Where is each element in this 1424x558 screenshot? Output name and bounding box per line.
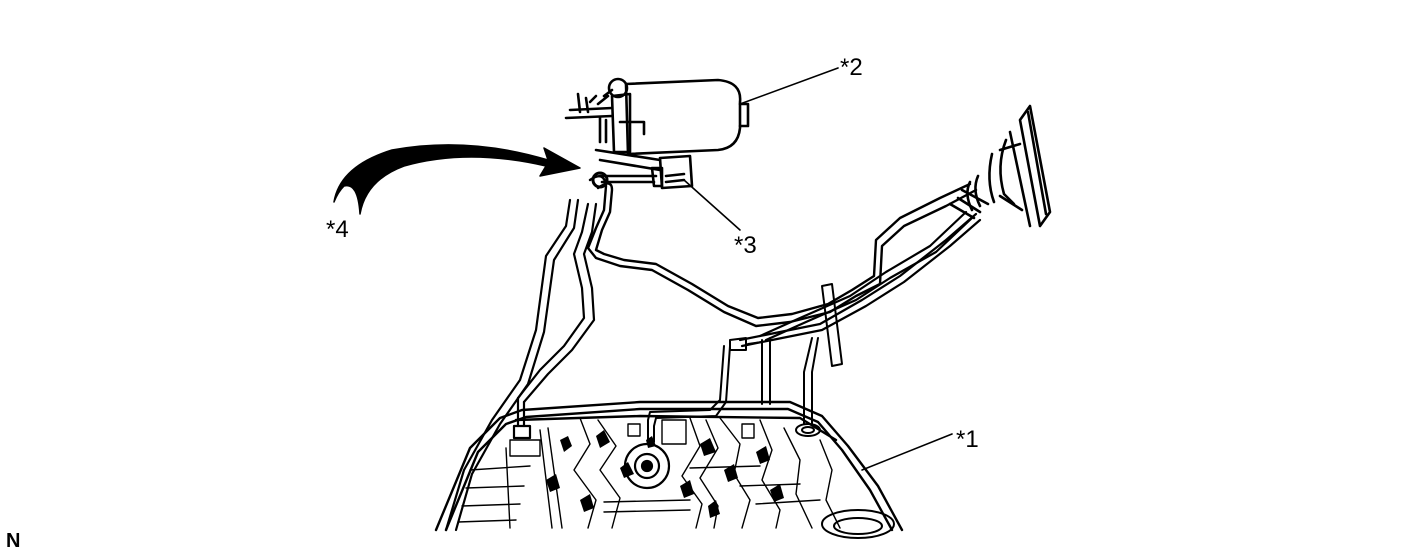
callout-part-3: *3: [734, 232, 757, 259]
purge-hose: [586, 171, 978, 328]
tank-service-ring: [821, 509, 895, 539]
arrow-icon: [333, 144, 581, 215]
callout-part-2: *2: [840, 54, 863, 81]
filler-neck: [948, 104, 1052, 228]
leader-lines: [683, 67, 953, 471]
callout-part-4: *4: [326, 216, 349, 243]
support-rods: [761, 337, 821, 437]
callout-part-1: *1: [956, 426, 979, 453]
figure-code: N: [6, 530, 21, 552]
left-pipes: [444, 198, 598, 532]
canister: [564, 77, 750, 156]
fuel-lines-to-filler: [738, 210, 982, 348]
clamp-bracket: [821, 283, 843, 367]
fuel-pump-gauge: [623, 442, 671, 490]
breather-line: [647, 337, 763, 443]
connector: [594, 148, 694, 190]
